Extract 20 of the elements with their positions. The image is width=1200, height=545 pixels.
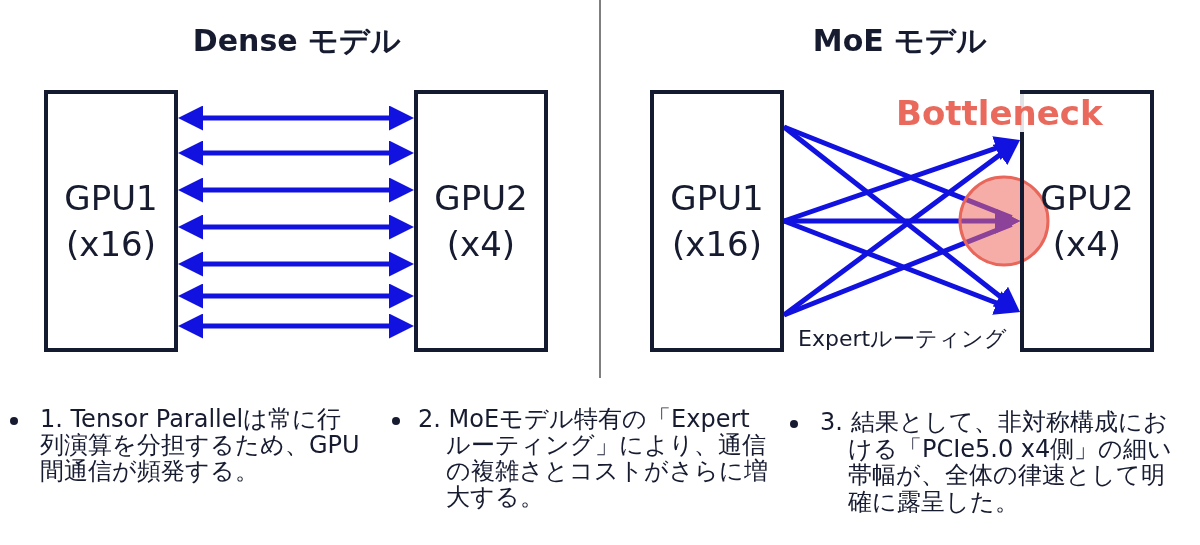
double-arrow <box>178 251 414 277</box>
gpu-label: GPU1 (x16) <box>63 177 159 266</box>
gpu-box <box>414 90 548 352</box>
gpu-label: GPU1 (x16) <box>669 177 765 266</box>
double-arrow <box>178 214 414 240</box>
gpu-label: GPU2 (x4) <box>1039 177 1135 266</box>
routing-label: Expertルーティング <box>798 328 1008 350</box>
bullet-text: 1. Tensor Parallelは常に行列演算を分担するため、GPU間通信が頻発する。 <box>40 406 361 484</box>
bullet-text: 2. MoEモデル特有の「Expertルーティング」により、通信の複雑さとコストがさらに増大する。 <box>418 406 768 510</box>
gpu-box <box>44 90 178 352</box>
gpu-label: GPU2 (x4) <box>433 177 529 266</box>
panel-title: Dense モデル <box>191 26 403 56</box>
double-arrow <box>178 105 414 131</box>
double-arrow <box>178 177 414 203</box>
double-arrow <box>178 313 414 339</box>
panel-title: MoE モデル <box>811 26 989 56</box>
gpu-box <box>650 90 784 352</box>
bullet-text: 3. 結果として、非対称構成における「PCIe5.0 x4側」の細い帯幅が、全体の律速として明確に露呈した。 <box>820 409 1174 515</box>
double-arrow <box>178 283 414 309</box>
double-arrow <box>178 140 414 166</box>
